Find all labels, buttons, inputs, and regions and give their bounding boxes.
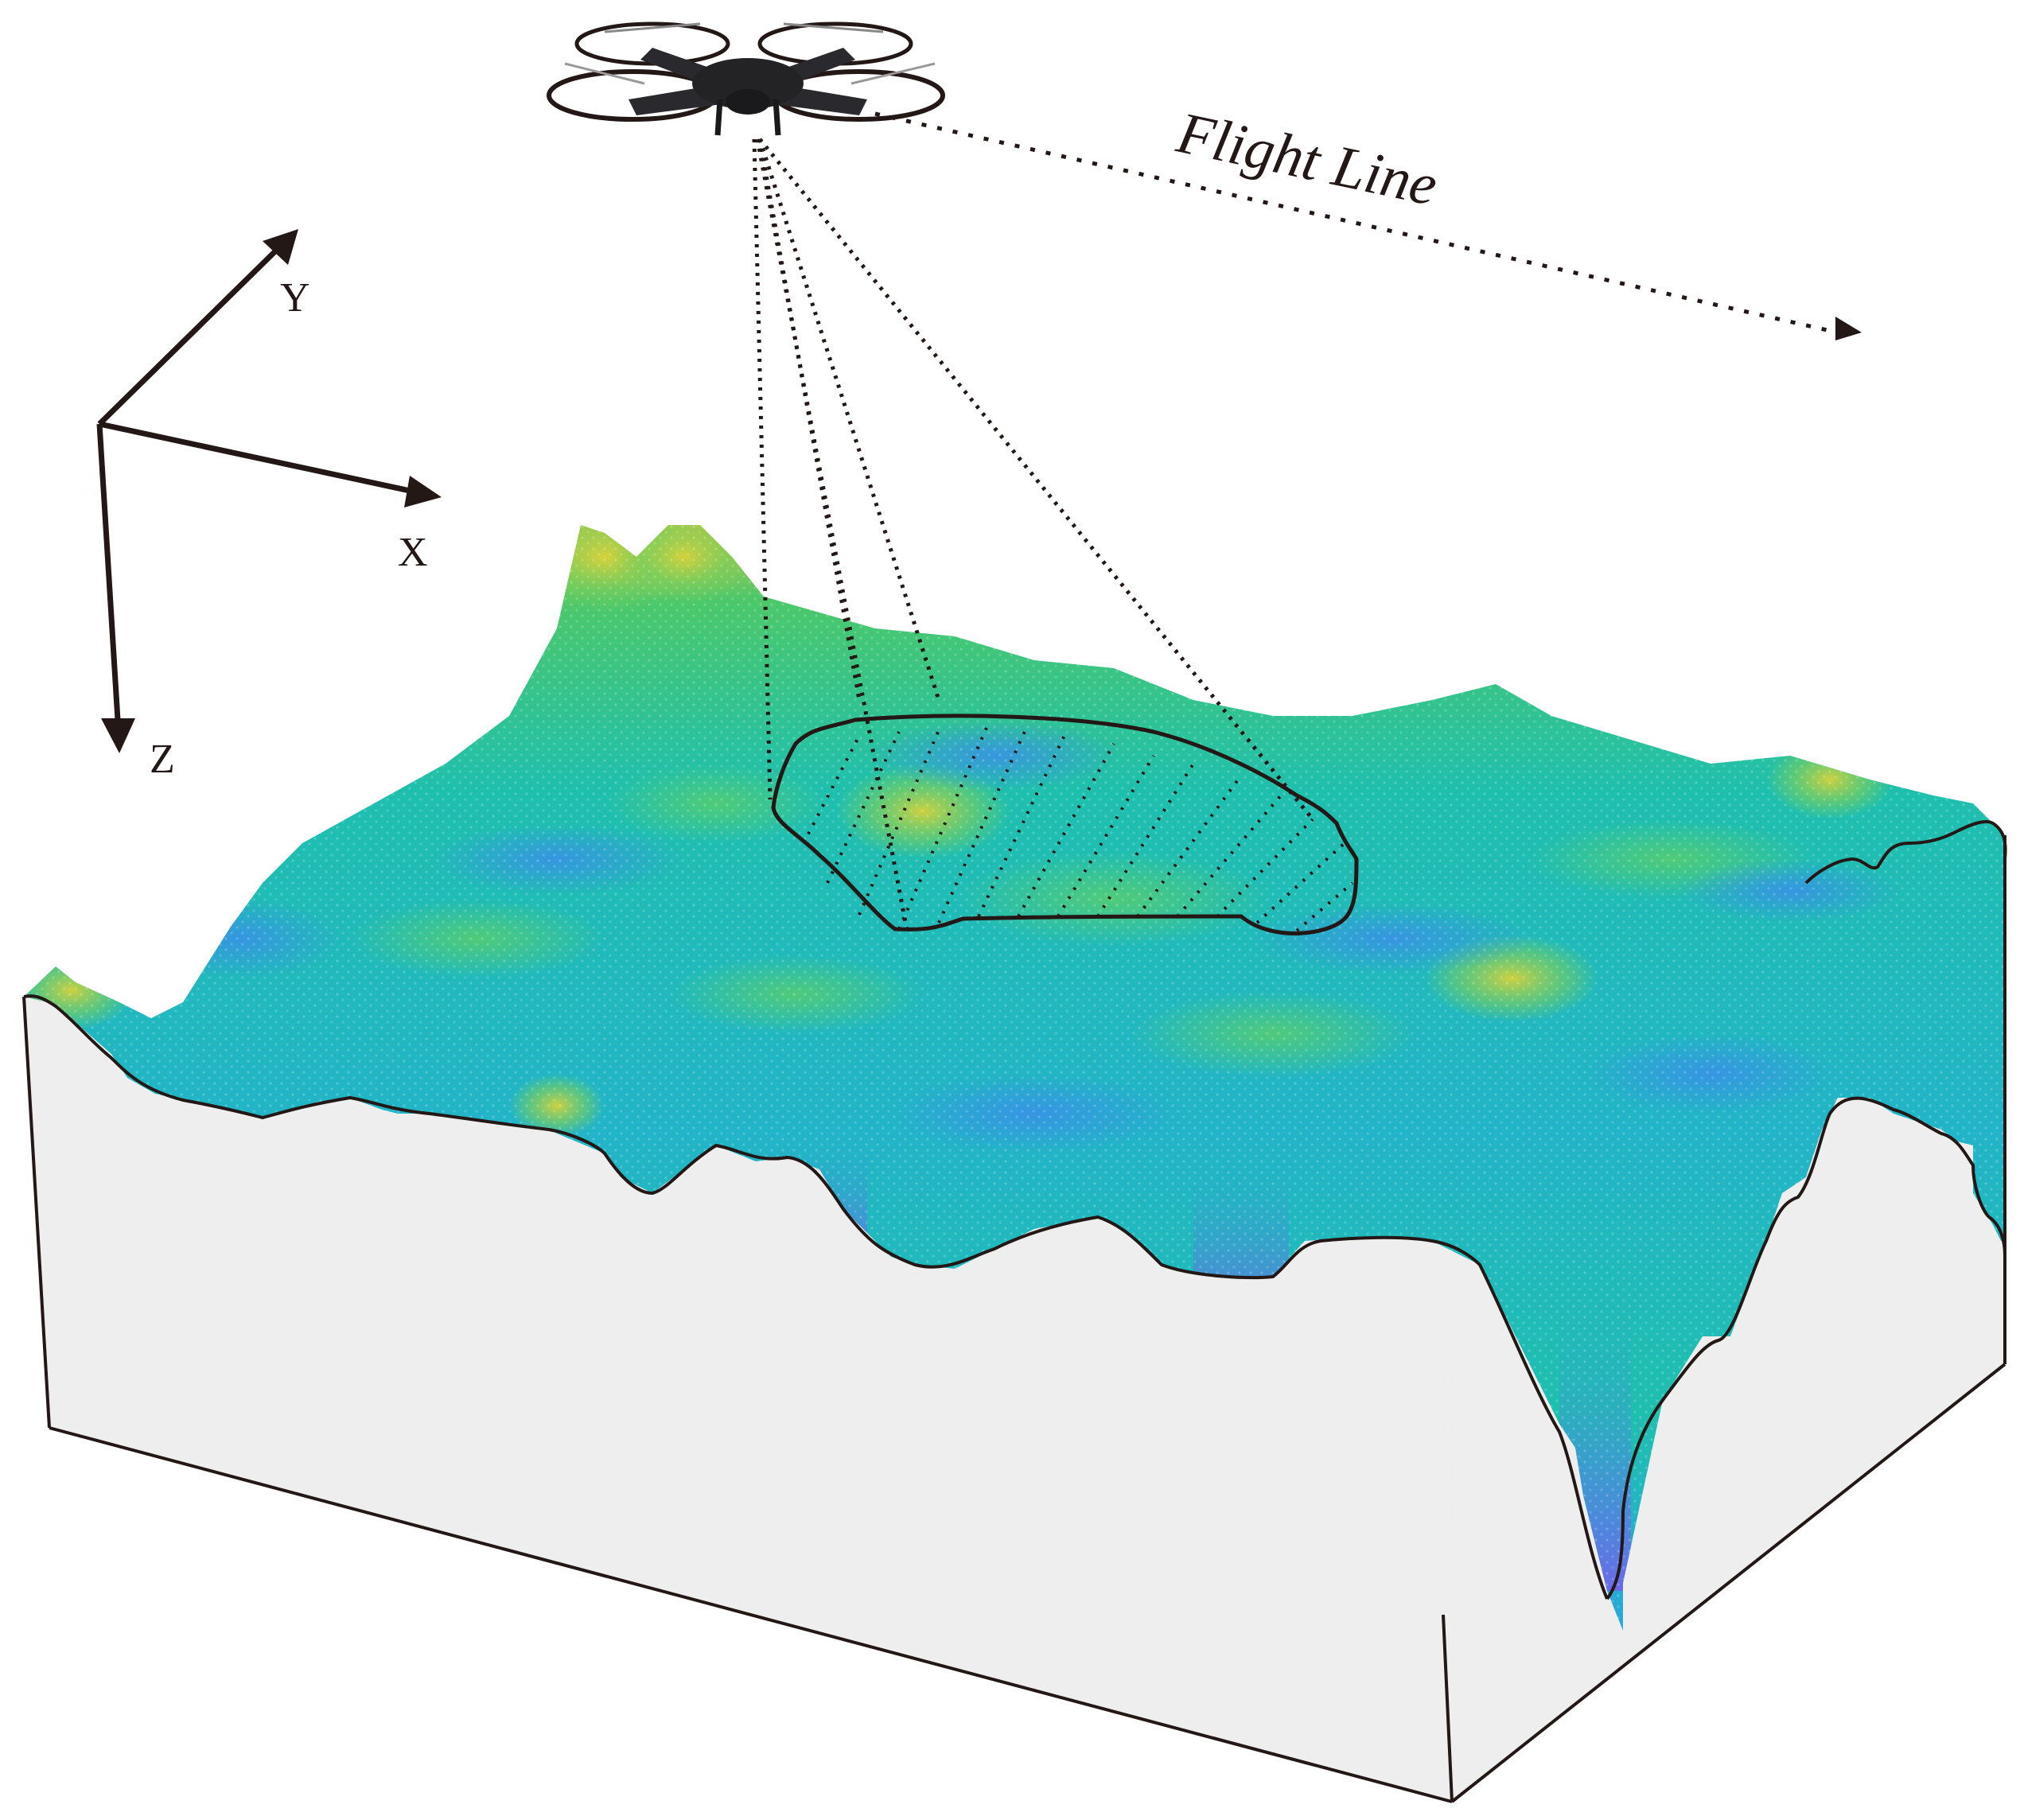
sensor-footprint xyxy=(771,714,1359,935)
z-axis-label: Z xyxy=(150,737,175,782)
terrain-right-rear-profile xyxy=(1804,820,2007,885)
y-axis-arrowhead xyxy=(263,229,298,265)
footprint-hatching xyxy=(802,727,1354,932)
block-bottom-right-edge xyxy=(1450,1363,2006,1803)
sensor-ray-4 xyxy=(757,138,941,701)
block-left-edge xyxy=(22,996,51,1429)
drone-icon xyxy=(547,21,945,136)
x-axis-label: X xyxy=(398,530,428,575)
block-front-corner-edge xyxy=(1442,1614,1454,1802)
y-axis-line xyxy=(97,244,282,426)
sensor-ray-5 xyxy=(758,138,1314,821)
y-axis-label: Y xyxy=(280,275,310,321)
terrain-front-profile xyxy=(23,994,1609,1600)
flight-line xyxy=(874,111,1862,340)
coordinate-axes xyxy=(96,229,442,753)
x-axis-arrowhead xyxy=(404,476,442,508)
footprint-outline xyxy=(771,714,1359,935)
sensor-rays xyxy=(752,138,1314,931)
flight-line-path xyxy=(874,111,1839,335)
block-front-face xyxy=(24,997,1607,1802)
terrain-right-profile xyxy=(1605,1096,2006,1600)
block-outline xyxy=(22,835,2007,1803)
z-axis-line xyxy=(96,423,121,721)
block-right-face xyxy=(1448,1098,2005,1802)
x-axis-line xyxy=(99,421,415,495)
block-bottom-front-edge xyxy=(49,1426,1453,1803)
z-axis-arrowhead xyxy=(101,718,135,753)
flight-line-arrowhead xyxy=(1835,317,1862,340)
